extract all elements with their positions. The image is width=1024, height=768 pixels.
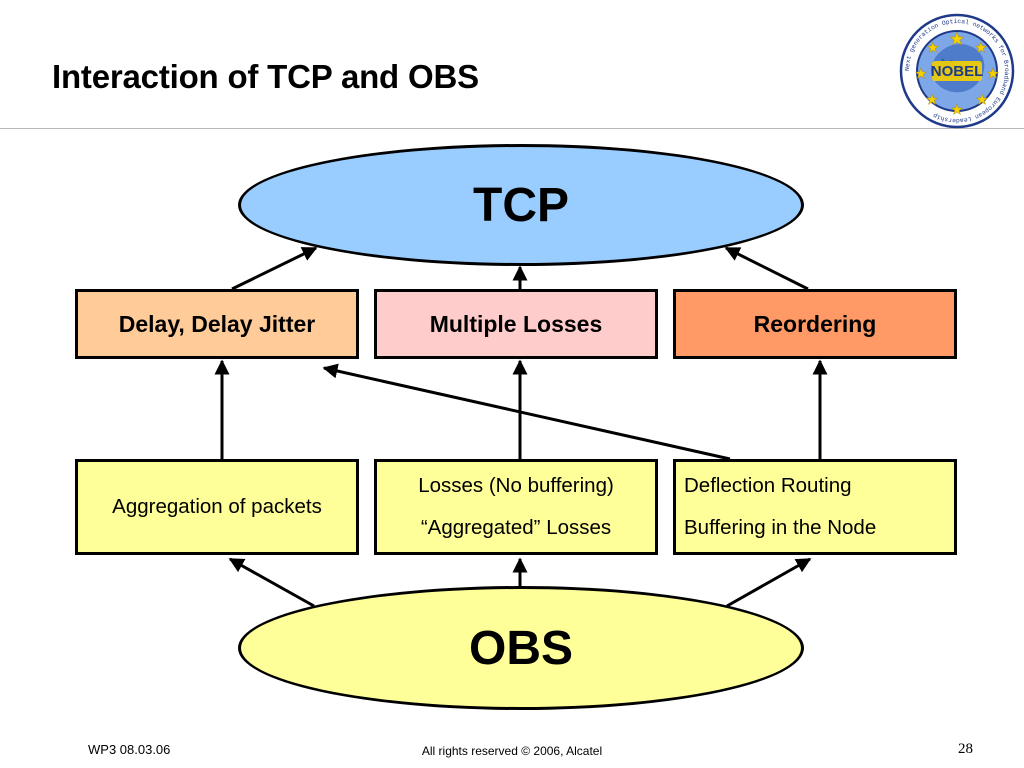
arrow-obs-to-aggregation (228, 557, 315, 608)
losses-box: Losses (No buffering) “Aggregated” Losse… (374, 459, 658, 555)
losses-line-2: “Aggregated” Losses (420, 516, 612, 539)
delay-jitter-box: Delay, Delay Jitter (75, 289, 359, 359)
nobel-logo-icon: NOBEL Next generation Optical networks f… (899, 13, 1015, 129)
svg-text:NOBEL: NOBEL (931, 63, 984, 80)
arrow-delay-to-tcp (231, 246, 318, 291)
deflection-line-2: Buffering in the Node (684, 516, 877, 539)
page-number: 28 (958, 741, 973, 757)
multiple-losses-box: Multiple Losses (374, 289, 658, 359)
aggregation-box: Aggregation of packets (75, 459, 359, 555)
losses-line-1: Losses (No buffering) (418, 474, 614, 497)
reordering-box: Reordering (673, 289, 957, 359)
arrow-deflection-to-delay (322, 363, 731, 461)
arrow-obs-to-deflection (726, 557, 812, 608)
slide-title: Interaction of TCP and OBS (52, 58, 479, 95)
arrow-reordering-to-tcp (724, 246, 809, 291)
title-divider (0, 128, 1024, 129)
obs-node: OBS (238, 586, 804, 710)
footer-date: WP3 08.03.06 (88, 742, 171, 757)
tcp-node: TCP (238, 144, 804, 266)
deflection-line-1: Deflection Routing (684, 474, 852, 497)
footer-copyright: All rights reserved © 2006, Alcatel (421, 744, 603, 758)
deflection-box: Deflection Routing Buffering in the Node (673, 459, 957, 555)
